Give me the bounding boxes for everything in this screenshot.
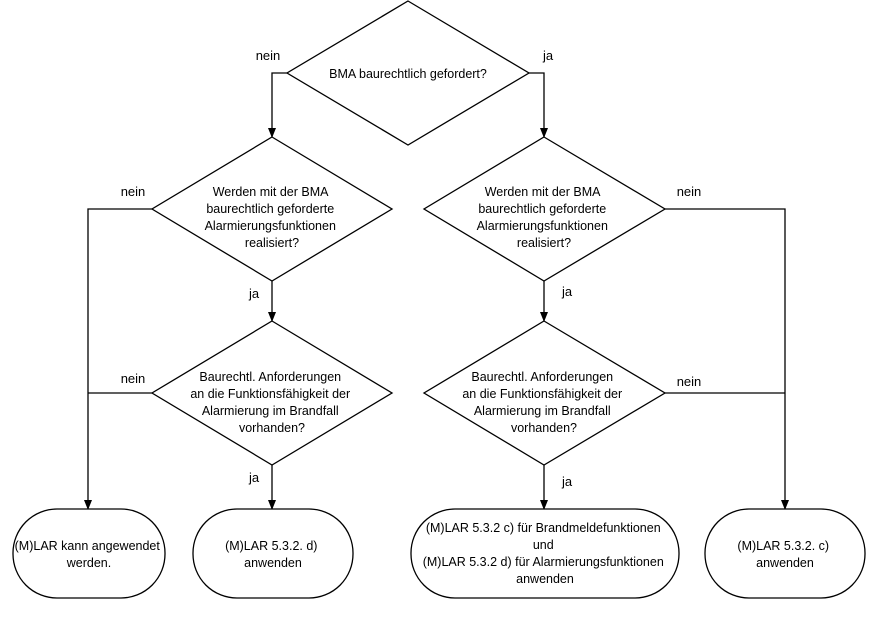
edge-bma-no xyxy=(268,72,287,138)
terminal-mlar-532c: (M)LAR 5.3.2. c) anwenden xyxy=(704,508,866,599)
decision-diamond xyxy=(150,136,394,282)
node-text: Baurechtl. Anforderungen an die Funktion… xyxy=(190,370,353,435)
edges xyxy=(84,72,789,510)
terminal-mlar-532d: (M)LAR 5.3.2. d) anwenden xyxy=(192,508,354,599)
label-req-right-no: nein xyxy=(677,374,702,389)
decision-alarm-right: Werden mit der BMA baurechtlich geforder… xyxy=(422,136,667,282)
decision-diamond xyxy=(150,320,394,466)
terminal-box xyxy=(12,508,166,599)
decision-requirements-right: Baurechtl. Anforderungen an die Funktion… xyxy=(422,320,667,466)
decision-diamond xyxy=(422,136,667,282)
label-alarm-left-no: nein xyxy=(121,184,146,199)
label-req-right-yes: ja xyxy=(561,474,573,489)
edge-bma-yes xyxy=(529,72,548,138)
node-text: Werden mit der BMA baurechtlich geforder… xyxy=(477,185,612,250)
node-text: (M)LAR 5.3.2 c) für Brandmeldefunktionen… xyxy=(423,521,668,586)
edge-alarm-left-no xyxy=(84,208,152,510)
decision-requirements-left: Baurechtl. Anforderungen an die Funktion… xyxy=(150,320,394,466)
node-text: Baurechtl. Anforderungen an die Funktion… xyxy=(462,370,625,435)
terminal-mlar-532c-532d: (M)LAR 5.3.2 c) für Brandmeldefunktionen… xyxy=(410,508,680,599)
decision-bma-required: BMA baurechtlich gefordert? xyxy=(285,0,531,146)
label-req-left-yes: ja xyxy=(248,470,260,485)
label-req-left-no: nein xyxy=(121,371,146,386)
terminal-box xyxy=(410,508,680,599)
label-bma-yes: ja xyxy=(542,48,554,63)
label-alarm-right-yes: ja xyxy=(561,284,573,299)
label-bma-no: nein xyxy=(256,48,281,63)
label-alarm-right-no: nein xyxy=(677,184,702,199)
terminal-mlar-applicable: (M)LAR kann angewendet werden. xyxy=(12,508,166,599)
node-text: (M)LAR 5.3.2. d) anwenden xyxy=(225,539,321,570)
node-text: (M)LAR kann angewendet werden. xyxy=(15,539,164,570)
decision-diamond xyxy=(285,0,531,146)
decision-diamond xyxy=(422,320,667,466)
node-text: BMA baurechtlich gefordert? xyxy=(329,67,487,81)
node-text: (M)LAR 5.3.2. c) anwenden xyxy=(737,539,832,570)
terminal-box xyxy=(704,508,866,599)
edge-alarm-right-no xyxy=(665,208,789,510)
node-text: Werden mit der BMA baurechtlich geforder… xyxy=(205,185,340,250)
label-alarm-left-yes: ja xyxy=(248,286,260,301)
terminal-box xyxy=(192,508,354,599)
decision-alarm-left: Werden mit der BMA baurechtlich geforder… xyxy=(150,136,394,282)
edge-labels: nein ja nein ja nein ja nein ja nein ja xyxy=(121,48,702,489)
